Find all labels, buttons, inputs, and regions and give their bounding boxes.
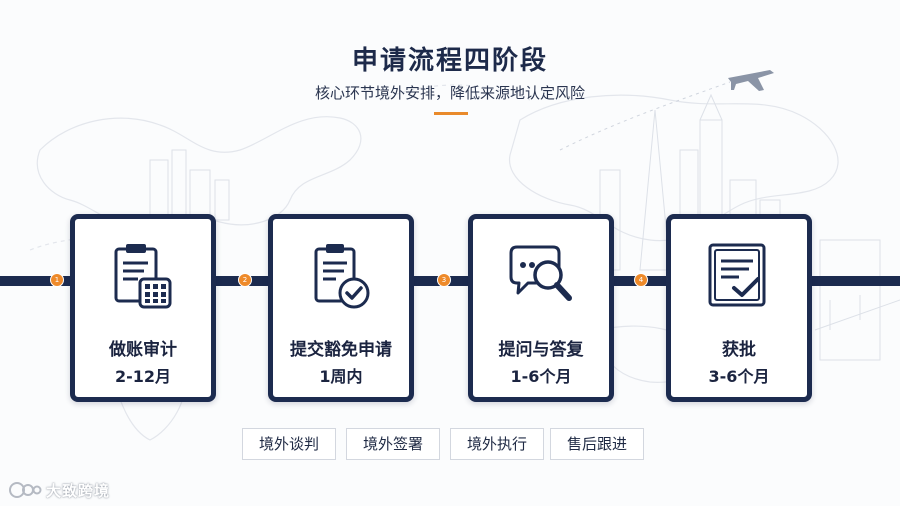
step-number-1: 1 — [50, 273, 64, 287]
flight-path — [559, 81, 731, 151]
chat-magnifier-icon — [509, 245, 572, 301]
step-card-4: 获批 3-6个月 — [666, 214, 812, 402]
step-name: 提问与答复 — [498, 340, 584, 360]
tag-overseas-execution: 境外执行 — [450, 428, 544, 460]
step-duration: 1周内 — [319, 367, 363, 386]
airplane-icon — [728, 70, 774, 91]
step-name: 提交豁免申请 — [290, 340, 392, 360]
step-card-3: 提问与答复 1-6个月 — [468, 214, 614, 402]
tag-overseas-signing: 境外签署 — [346, 428, 440, 460]
step-duration: 1-6个月 — [510, 367, 572, 386]
watermark-text: 大致跨境 — [46, 481, 111, 500]
watermark: 大致跨境 — [8, 478, 110, 502]
page-subtitle: 核心环节境外安排，降低来源地认定风险 — [314, 84, 585, 102]
title-underline — [434, 112, 468, 115]
step-card-2: 提交豁免申请 1周内 — [268, 214, 414, 402]
page-title: 申请流程四阶段 — [351, 46, 548, 76]
step-number-3: 3 — [437, 273, 451, 287]
clipboard-calculator-icon — [114, 244, 172, 309]
document-check-icon — [314, 244, 370, 309]
tag-after-sales-followup: 售后跟进 — [550, 428, 644, 460]
step-number-4: 4 — [634, 273, 648, 287]
tag-overseas-negotiation: 境外谈判 — [242, 428, 336, 460]
approved-document-icon — [708, 243, 766, 307]
watermark-logo-icon — [9, 482, 42, 498]
step-duration: 2-12月 — [114, 367, 172, 386]
step-name: 做账审计 — [109, 340, 177, 360]
step-duration: 3-6个月 — [708, 367, 770, 386]
step-name: 获批 — [722, 340, 756, 360]
step-card-1: 做账审计 2-12月 — [70, 214, 216, 402]
step-number-2: 2 — [238, 273, 252, 287]
